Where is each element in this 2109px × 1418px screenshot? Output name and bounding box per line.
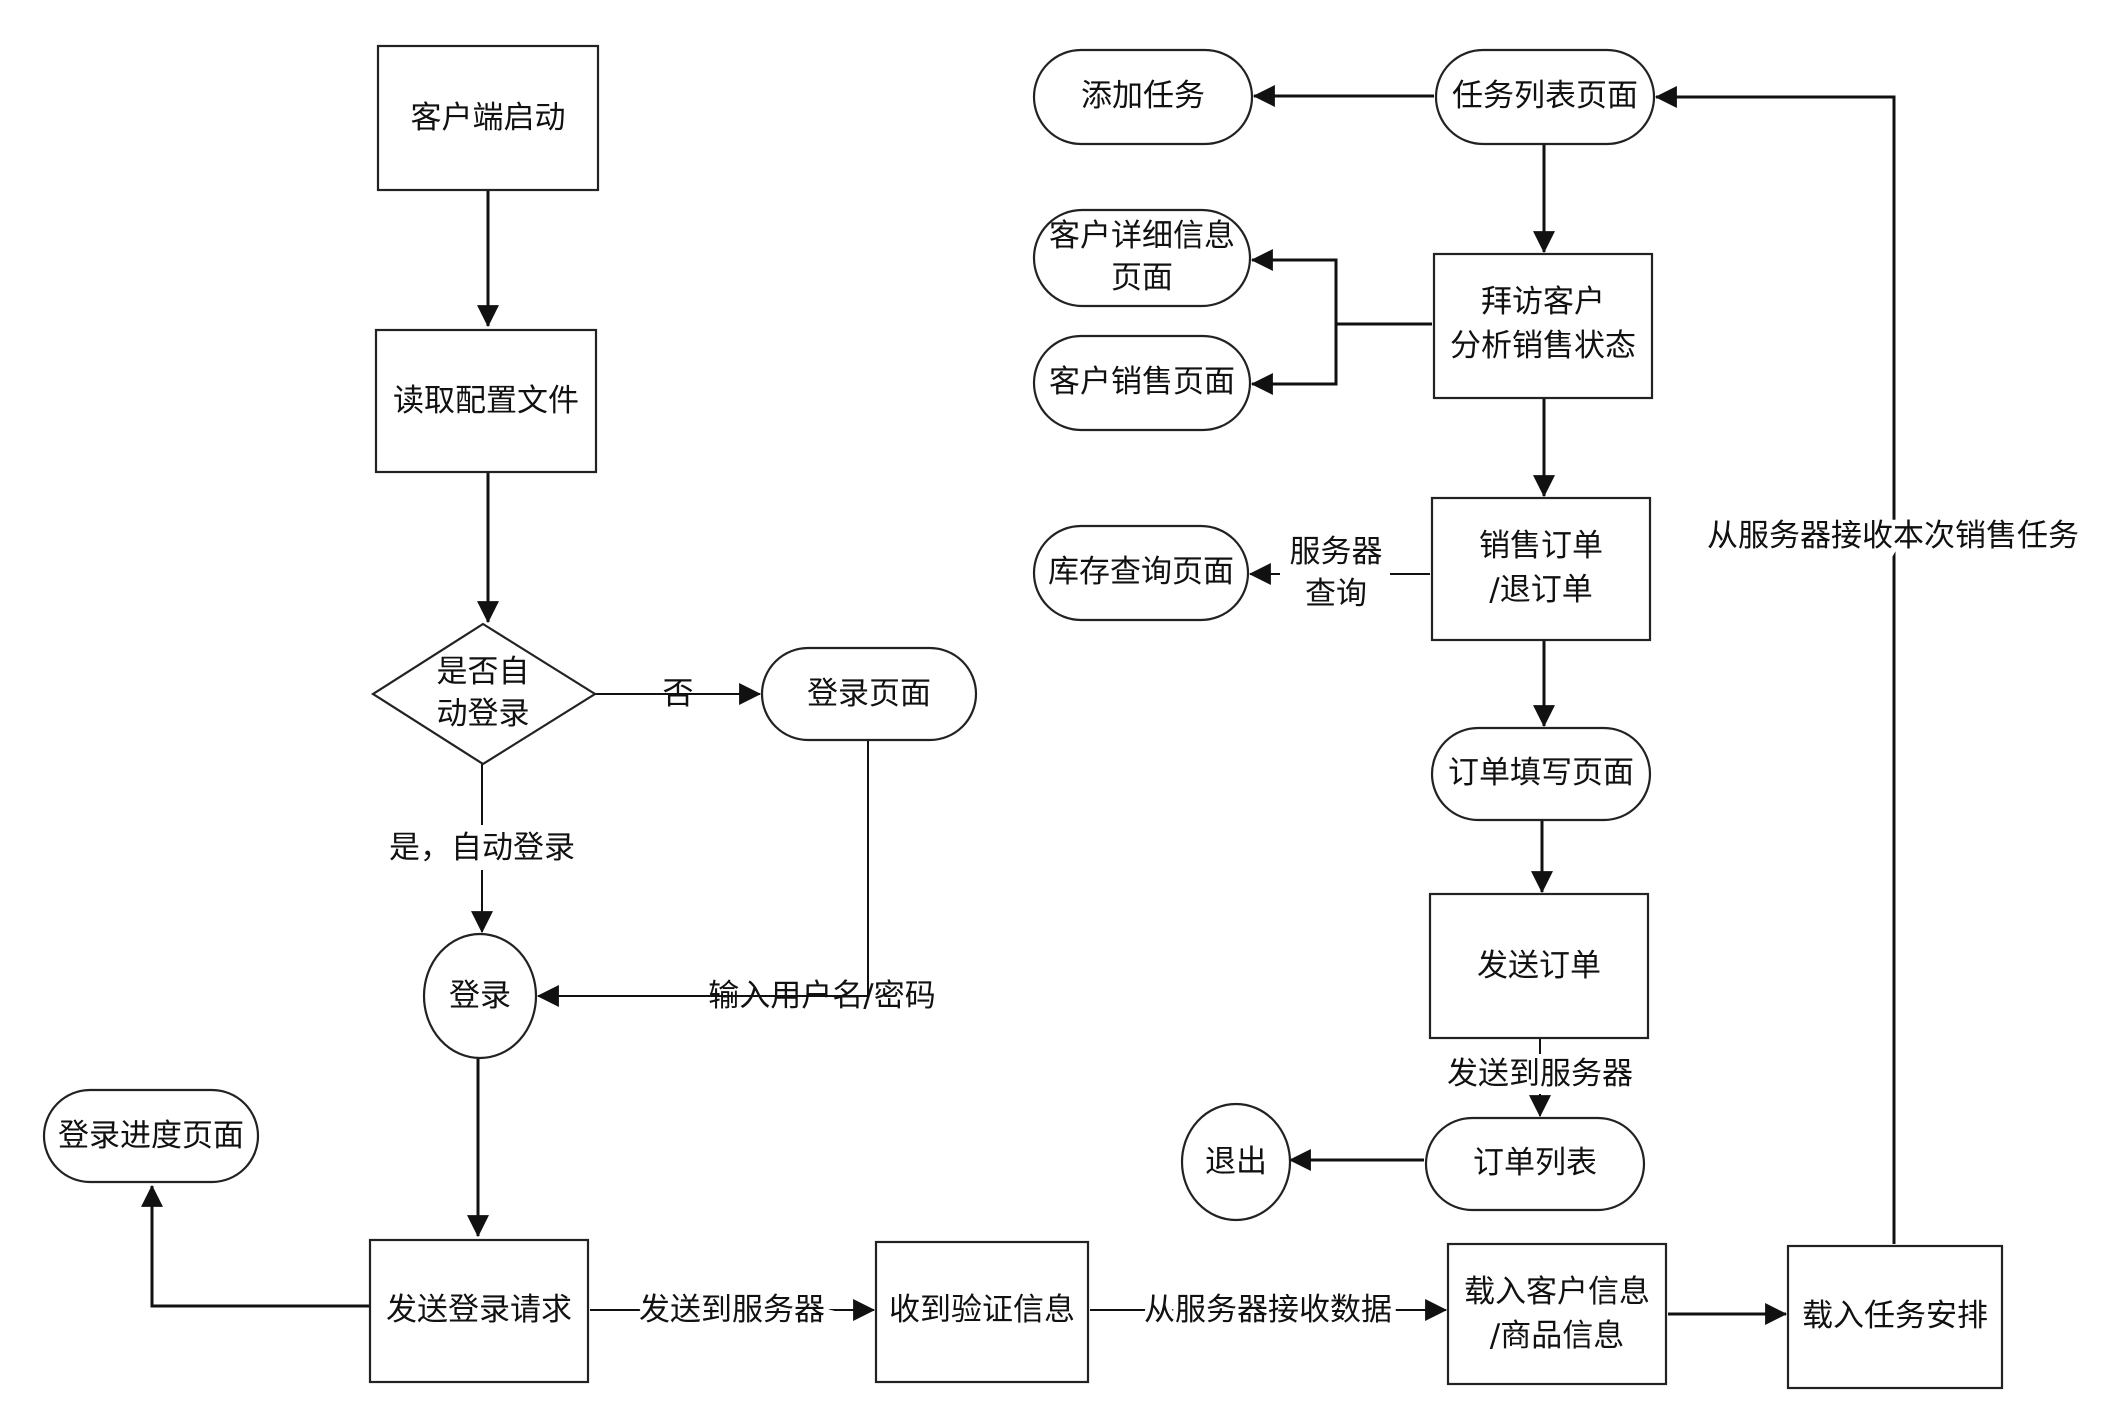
node-customer-detail-line2: 页面 — [1111, 260, 1173, 296]
node-load-customer-line2: /商品信息 — [1490, 1318, 1624, 1354]
nodes: 客户端启动 读取配置文件 是否自 动登录 登录页面 登录 登录进度页面 — [42, 44, 2004, 1390]
edge-label-input-user: 输入用户名/密码 — [708, 978, 935, 1014]
node-auto-login-decision-line1: 是否自 — [437, 654, 530, 690]
edge-label-yes-auto: 是，自动登录 — [389, 830, 575, 866]
node-visit-customer-line2: 分析销售状态 — [1450, 328, 1636, 364]
edge-sendlogin-to-progress — [141, 1184, 370, 1308]
node-login-page-label: 登录页面 — [807, 676, 931, 712]
node-order-fill-label: 订单填写页面 — [1448, 755, 1634, 791]
node-order-list: 订单列表 — [1424, 1116, 1646, 1212]
node-send-order-label: 发送订单 — [1477, 948, 1601, 984]
edge-label-server-query-line1: 服务器 — [1290, 534, 1383, 570]
node-load-task: 载入任务安排 — [1786, 1244, 2004, 1390]
node-visit-customer: 拜访客户 分析销售状态 — [1432, 252, 1654, 400]
node-inventory: 库存查询页面 — [1032, 524, 1250, 622]
node-add-task: 添加任务 — [1032, 48, 1254, 146]
node-order-list-label: 订单列表 — [1473, 1145, 1597, 1181]
node-inventory-label: 库存查询页面 — [1048, 554, 1234, 590]
node-task-list: 任务列表页面 — [1434, 48, 1656, 146]
node-task-list-label: 任务列表页面 — [1452, 78, 1638, 114]
edge-label-recv-data: 从服务器接收数据 — [1144, 1292, 1392, 1328]
node-login-label: 登录 — [449, 978, 511, 1014]
node-login-progress: 登录进度页面 — [42, 1088, 260, 1184]
node-client-start: 客户端启动 — [376, 44, 600, 192]
edge-label-recv-task: 从服务器接收本次销售任务 — [1707, 518, 2079, 554]
edge-label-no: 否 — [663, 676, 694, 712]
edge-labels: 否 是，自动登录 输入用户名/密码 发送到服务器 从服务器接收数据 服务器 查询… — [389, 512, 2085, 1333]
node-auto-login-decision: 是否自 动登录 — [370, 622, 598, 766]
edge-visit-to-sales — [1250, 324, 1338, 395]
node-add-task-label: 添加任务 — [1081, 78, 1205, 114]
node-customer-sales: 客户销售页面 — [1032, 334, 1252, 432]
node-load-customer-line1: 载入客户信息 — [1464, 1274, 1650, 1310]
node-sales-order-line2: /退订单 — [1489, 572, 1592, 608]
node-customer-sales-label: 客户销售页面 — [1049, 364, 1235, 400]
node-send-login: 发送登录请求 — [368, 1238, 590, 1384]
node-auto-login-decision-line2: 动登录 — [437, 696, 530, 732]
edge-label-server-query-line2: 查询 — [1305, 576, 1367, 612]
edge-visit-to-detail — [1250, 249, 1338, 324]
node-client-start-label: 客户端启动 — [411, 100, 566, 136]
node-load-task-label: 载入任务安排 — [1802, 1298, 1988, 1334]
node-login-page: 登录页面 — [760, 646, 978, 742]
edge-label-send-to-server-1: 发送到服务器 — [639, 1292, 825, 1328]
node-visit-customer-line1: 拜访客户 — [1481, 284, 1605, 320]
node-send-login-label: 发送登录请求 — [386, 1292, 572, 1328]
edge-loadtask-to-tasklist — [1654, 86, 1896, 1244]
node-recv-verify: 收到验证信息 — [874, 1240, 1090, 1384]
node-exit: 退出 — [1180, 1102, 1292, 1222]
edge-loginpage-to-login — [536, 740, 869, 1007]
node-exit-label: 退出 — [1205, 1144, 1267, 1180]
node-load-customer: 载入客户信息 /商品信息 — [1446, 1242, 1668, 1386]
node-recv-verify-label: 收到验证信息 — [889, 1292, 1075, 1328]
node-sales-order-line1: 销售订单 — [1479, 528, 1603, 564]
node-send-order: 发送订单 — [1428, 892, 1650, 1040]
node-customer-detail: 客户详细信息 页面 — [1032, 208, 1252, 308]
node-customer-detail-line1: 客户详细信息 — [1049, 218, 1235, 254]
node-sales-order: 销售订单 /退订单 — [1430, 496, 1652, 642]
node-login-progress-label: 登录进度页面 — [58, 1118, 244, 1154]
node-order-fill: 订单填写页面 — [1430, 726, 1652, 822]
node-read-config: 读取配置文件 — [374, 328, 598, 474]
edge-label-send-to-server-2: 发送到服务器 — [1447, 1056, 1633, 1092]
node-read-config-label: 读取配置文件 — [393, 383, 579, 419]
edges — [141, 85, 1896, 1325]
node-login: 登录 — [422, 932, 538, 1060]
